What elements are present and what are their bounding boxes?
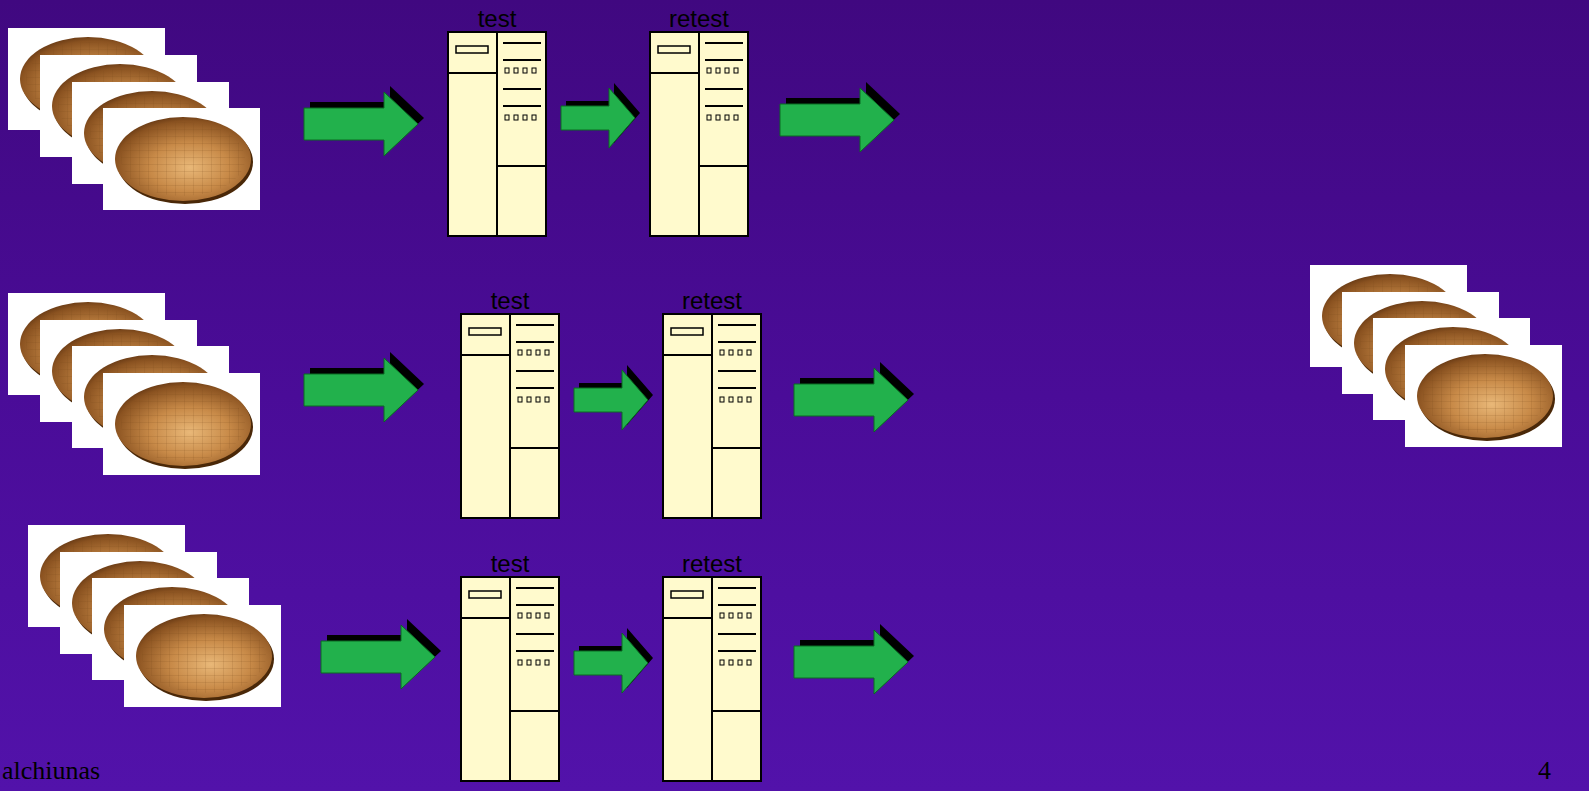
tester-drawing xyxy=(649,31,749,237)
tester-drawing xyxy=(447,31,547,237)
tester-box: test xyxy=(460,289,560,519)
author-name: alchiunas xyxy=(2,757,100,785)
tester-drawing xyxy=(460,313,560,519)
tester-drawing xyxy=(662,576,762,782)
tester-drawing xyxy=(460,576,560,782)
tester-body xyxy=(649,31,749,237)
tester-body xyxy=(662,313,762,519)
tester-label: test xyxy=(447,7,547,31)
tester-box: retest xyxy=(662,552,762,782)
tester-body xyxy=(662,576,762,782)
tester-body xyxy=(447,31,547,237)
tester-box: test xyxy=(447,7,547,237)
flow-arrow xyxy=(574,365,653,430)
tester-body xyxy=(460,313,560,519)
tester-box: retest xyxy=(662,289,762,519)
tester-drawing xyxy=(662,313,762,519)
page-number: 4 xyxy=(1538,757,1551,785)
tester-body xyxy=(460,576,560,782)
tester-label: test xyxy=(460,289,560,313)
tester-label: retest xyxy=(662,552,762,576)
flow-arrow xyxy=(574,628,653,693)
tester-label: test xyxy=(460,552,560,576)
tester-label: retest xyxy=(662,289,762,313)
flow-arrow xyxy=(561,83,640,148)
tester-label: retest xyxy=(649,7,749,31)
tester-box: retest xyxy=(649,7,749,237)
tester-box: test xyxy=(460,552,560,782)
